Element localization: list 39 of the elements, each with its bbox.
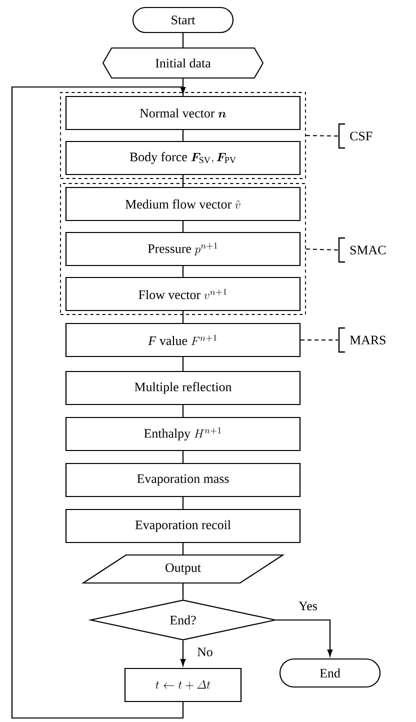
connector-line — [182, 78, 184, 96]
process-box: Medium flow vector $\tilde{v}$ — [65, 186, 301, 222]
edge-label: Yes — [298, 602, 317, 610]
process-box: F value $F^{n+1}$ — [65, 322, 301, 358]
connector-line — [182, 175, 184, 187]
process-box: Evaporation mass — [65, 462, 301, 498]
connector-line — [305, 135, 338, 136]
input-hexagon: Initial data — [102, 47, 264, 79]
group-frame — [60, 92, 306, 179]
process-box: Multiple reflection — [65, 370, 301, 406]
connector-line — [182, 130, 184, 141]
group-frame — [60, 183, 306, 315]
connector-line — [182, 405, 184, 417]
connector-line — [182, 357, 184, 371]
connector-line — [182, 266, 184, 277]
terminal-box: End — [279, 658, 381, 688]
process-box: $t \leftarrow t + \varDelta t$ — [124, 668, 242, 702]
connector-line — [182, 221, 184, 232]
connector-line — [182, 451, 184, 463]
arrow — [180, 640, 186, 666]
connector-line — [182, 311, 184, 323]
connector-line — [182, 584, 184, 600]
edge-label: No — [197, 648, 212, 656]
connector-line — [182, 33, 184, 48]
connector-line — [182, 543, 184, 554]
group-label: CSF — [338, 123, 372, 149]
process-box: Pressure $p^{n+1}$ — [65, 232, 301, 266]
process-box: Evaporation recoil — [65, 508, 301, 544]
process-box: Flow vector $v^{n+1}$ — [65, 276, 301, 312]
arrow — [11, 86, 186, 719]
group-label: SMAC — [338, 237, 386, 263]
process-box: Body force $\boldsymbol{F}_{\mathrm{SV}}, \boldsymbol{F}_{\mathrm{PV}}$ — [65, 140, 301, 176]
group-label: MARS — [338, 327, 386, 353]
process-box: Normal vector $\boldsymbol{n}$ — [65, 96, 301, 130]
connector-line — [182, 497, 184, 509]
process-box: Enthalpy $H^{n+1}$ — [65, 416, 301, 452]
connector-line — [305, 248, 338, 250]
arrow — [276, 619, 333, 656]
terminal-box: Start — [132, 6, 234, 34]
